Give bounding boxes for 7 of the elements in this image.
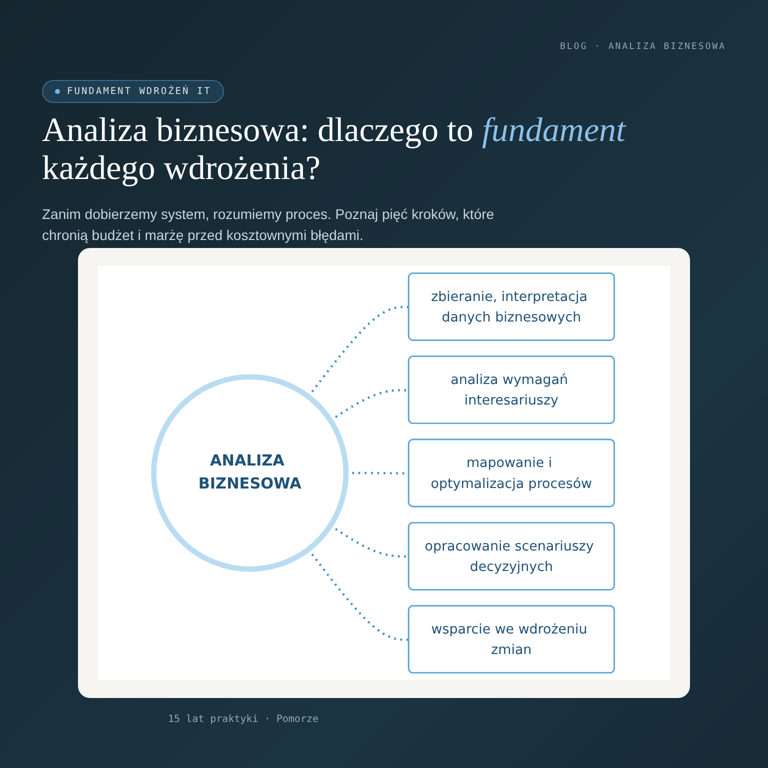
title: Analiza biznesowa: dlaczego to fundament każdego wdrożenia?	[42, 112, 627, 188]
subtitle: Zanim dobierzemy system, rozumiemy proces. Poznaj pięć kroków, które chronią budżet i marżę przed kosztownymi błędami.	[42, 205, 496, 245]
breadcrumb: BLOG · ANALIZA BIZNESOWA	[560, 42, 726, 52]
card-background: ANALIZA BIZNESOWA zbieranie, interpretacja danych biznesowych analiza wymagań interesariuszy mapowanie i optymalizacja procesów opracowanie scenariuszy decyzyjnych wsparcie we wdrożeniu zmian	[78, 248, 690, 698]
category-badge: FUNDAMENT WDROŻEŃ IT	[42, 80, 224, 103]
node-circle	[151, 374, 349, 572]
footer-text: 15 lat praktyki · Pomorze	[168, 714, 319, 725]
